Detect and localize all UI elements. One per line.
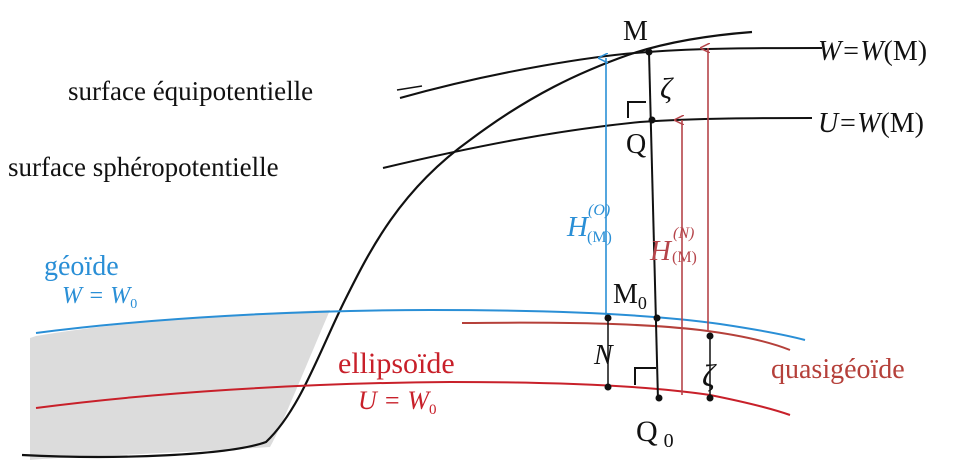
label-spheropotential: surface sphéropotentielle xyxy=(8,152,279,182)
eq-W-lhs: W xyxy=(818,36,844,67)
M0-main: M xyxy=(613,279,638,310)
Q0-sub: 0 xyxy=(664,430,674,452)
plumb-line xyxy=(648,51,659,401)
eq-W-rhs: =W xyxy=(841,36,886,67)
eq-W-arg: (M) xyxy=(884,36,928,67)
Q0-main: Q xyxy=(636,415,658,448)
equipotential-curve xyxy=(399,47,823,99)
ellipsoid-curve xyxy=(35,380,791,416)
label-spheropotential-equation: U=W(M) xyxy=(818,108,924,139)
label-quasigeoid: quasigéoïde xyxy=(771,354,905,385)
equipotential-leader xyxy=(396,85,423,91)
label-undulation-N: N xyxy=(593,340,614,371)
label-point-Q: Q xyxy=(626,129,646,160)
zeta-top-dot xyxy=(706,332,714,340)
spheropotential-curve xyxy=(382,117,813,169)
point-Q0-dot xyxy=(655,394,663,402)
label-zeta-top: ζ xyxy=(660,72,674,105)
right-angle-Q xyxy=(627,101,646,118)
label-equipotential-equation: W=W(M) xyxy=(818,36,927,67)
label-point-M: M xyxy=(623,16,648,47)
label-orthometric-H: H xyxy=(566,211,590,243)
ellipsoid-eq-sub: 0 xyxy=(429,402,437,418)
label-geoid-equation: W = W0 xyxy=(62,283,137,312)
label-orthometric-sup: (O) xyxy=(588,202,610,219)
ellipsoid-eq-lhs: U xyxy=(358,386,379,415)
label-zeta-bottom: ζ xyxy=(702,357,717,393)
M0-sub: 0 xyxy=(638,293,647,313)
label-point-M0: M0 xyxy=(613,279,647,313)
geoid-eq-rhs: = W xyxy=(82,283,132,309)
ellipsoid-eq-rhs: = W xyxy=(377,386,432,415)
zeta-bottom-dot xyxy=(706,394,714,402)
label-ellipsoid: ellipsoïde xyxy=(338,347,455,380)
label-geoid: géoïde xyxy=(44,251,119,282)
label-normal-sup: (N) xyxy=(673,225,694,242)
label-orthometric-sub: (M) xyxy=(587,229,612,246)
land-fill xyxy=(30,310,330,460)
geoid-curve xyxy=(35,308,806,341)
point-M0-dot xyxy=(653,314,661,322)
quasigeoid-curve xyxy=(461,321,791,351)
N-bottom-dot xyxy=(604,383,612,391)
label-normal-H: H xyxy=(649,235,673,267)
label-normal-sub: (M) xyxy=(672,249,697,266)
label-equipotential: surface équipotentielle xyxy=(68,76,313,106)
terrain-surface xyxy=(21,30,753,459)
geoid-eq-sub: 0 xyxy=(130,297,137,312)
eq-U-lhs: U xyxy=(818,108,840,139)
eq-U-rhs: =W xyxy=(838,108,883,139)
N-top-dot xyxy=(604,314,612,322)
point-M-dot xyxy=(645,48,653,56)
eq-U-arg: (M) xyxy=(880,108,924,139)
label-ellipsoid-equation: U = W0 xyxy=(358,386,436,418)
point-Q-dot xyxy=(648,116,656,124)
right-angle-Q0 xyxy=(634,367,656,385)
geoid-eq-lhs: W xyxy=(62,283,84,309)
